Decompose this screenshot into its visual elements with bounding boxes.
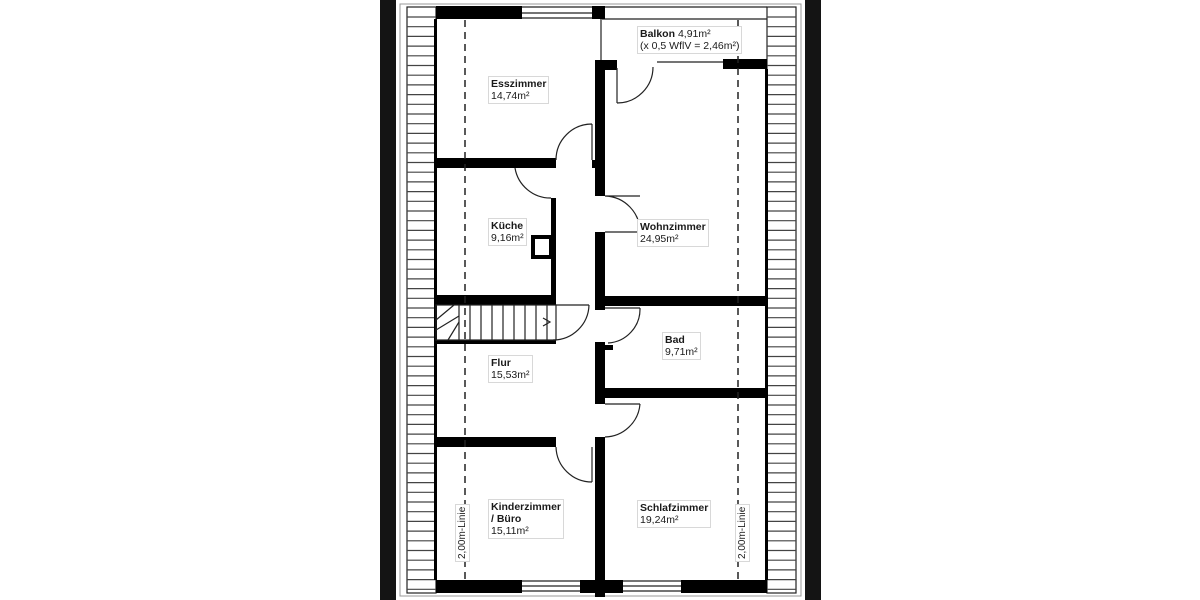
staircase[interactable]: [435, 304, 557, 341]
height-line-label-left: 2,00m-Linie: [455, 503, 470, 562]
windows: [522, 6, 681, 592]
room-label-kueche: Küche 9,16m²: [488, 218, 527, 246]
room-label-wohnzimmer: Wohnzimmer 24,95m²: [637, 219, 709, 247]
right-border: [805, 0, 821, 600]
left-roof-hatching: [406, 6, 437, 594]
room-label-kinderzimmer: Kinderzimmer / Büro 15,11m²: [488, 499, 565, 539]
room-label-schlafzimmer: Schlafzimmer 19,24m²: [637, 500, 712, 528]
doors: [514, 66, 654, 483]
room-label-bad: Bad 9,71m²: [662, 332, 701, 360]
balcony: [600, 6, 767, 63]
room-label-balkon: Balkon 4,91m² (x 0,5 WflV = 2,46m²): [637, 26, 743, 54]
room-label-esszimmer: Esszimmer 14,74m²: [488, 76, 550, 104]
height-line-label-right: 2,00m-Linie: [735, 503, 750, 562]
right-roof-hatching: [766, 6, 797, 594]
height-lines: [464, 20, 739, 580]
left-border: [380, 0, 396, 600]
room-label-flur: Flur 15,53m²: [488, 355, 533, 383]
walls: [434, 6, 768, 597]
